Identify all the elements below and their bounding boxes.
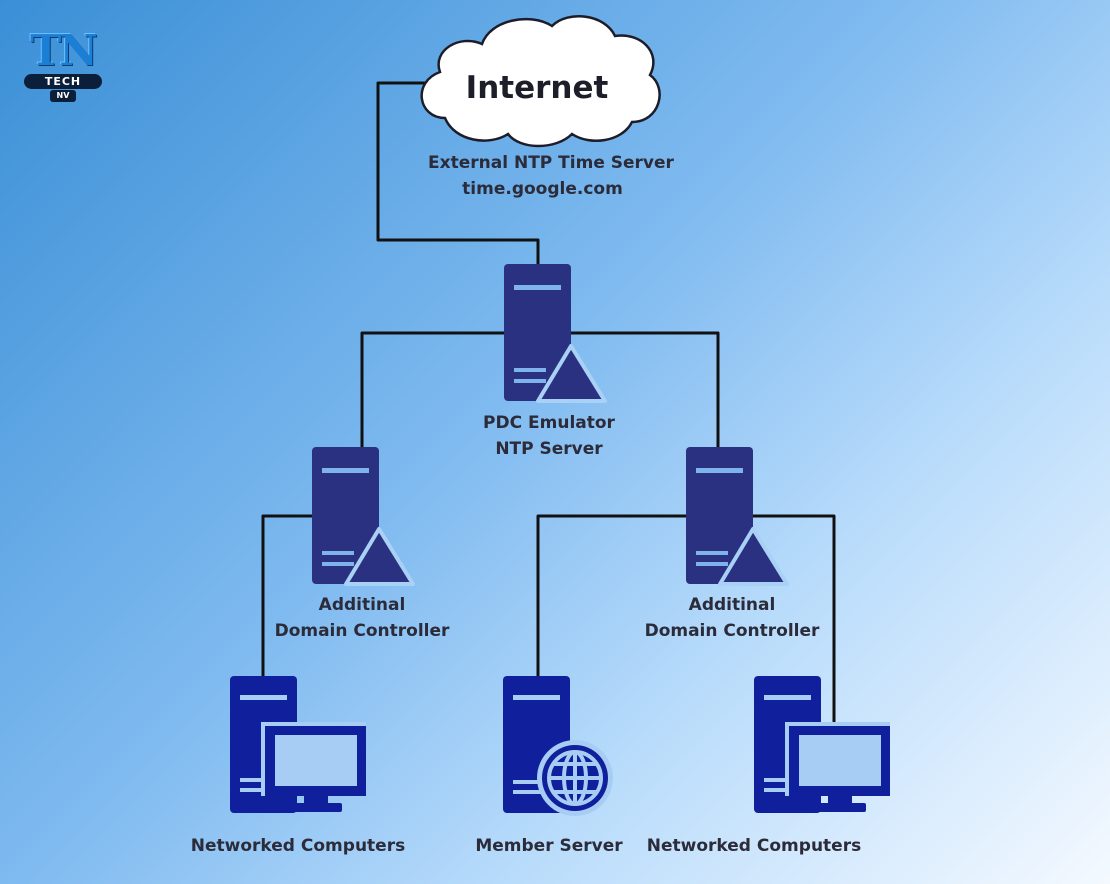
member-server-label: Member Server [475,836,623,856]
right-dc-label-line1: Additinal [688,595,776,615]
line-left-dc-to-client [261,514,312,676]
cloud-shape [420,15,661,148]
logo-small-text: NV [50,90,76,102]
left-domain-controller-server-icon [310,445,415,586]
left-dc-label-line1: Additinal [318,595,406,615]
external-ntp-line2: time.google.com [462,179,623,199]
member-server-globe-icon [503,676,613,816]
left-networked-computer-icon [230,676,366,813]
logo-monogram: TN [30,26,98,75]
right-networked-computers-label: Networked Computers [646,836,862,856]
line-pdc-to-left-dc [360,331,504,447]
pdc-label-line1: PDC Emulator [483,413,615,433]
left-dc-label-line2: Domain Controller [274,621,450,641]
logo-bar-text: TECH [24,74,102,89]
right-dc-label-line2: Domain Controller [644,621,820,641]
line-right-dc-to-member [536,514,686,676]
right-networked-computer-icon [754,676,890,813]
internet-label: Internet [465,70,609,106]
external-ntp-line1: External NTP Time Server [428,153,674,173]
line-internet-to-pdc [376,81,540,264]
left-networked-computers-label: Networked Computers [190,836,406,856]
line-right-dc-to-client [753,514,836,722]
line-pdc-to-right-dc [571,331,720,447]
pdc-label-line2: NTP Server [495,439,603,459]
tn-tech-logo: TN TECH NV [24,28,102,108]
